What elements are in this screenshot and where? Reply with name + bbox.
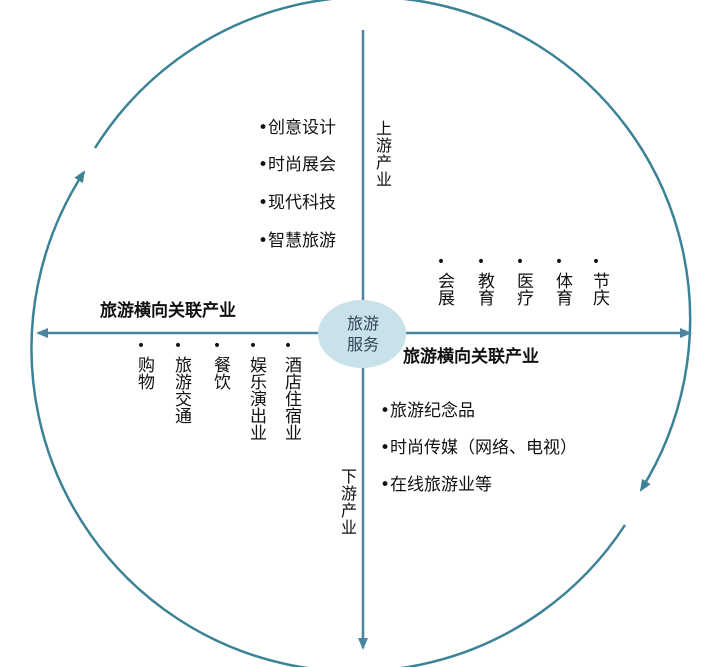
- bullet-dot: •: [591, 254, 601, 270]
- left-column-text: 旅游交通: [171, 356, 191, 424]
- left-column-text: 娱乐演出业: [246, 356, 266, 441]
- center-ellipse: [318, 300, 406, 368]
- upstream-label: 上游产业: [373, 120, 392, 188]
- left-axis-label: 旅游横向关联产业: [100, 301, 236, 321]
- right-axis-label: 旅游横向关联产业: [403, 347, 539, 367]
- left-column-item: • 娱乐演出业: [242, 338, 266, 441]
- right-column-text: 医疗: [513, 272, 533, 306]
- circle-arc-lower: [30, 170, 627, 667]
- upstream-item: •创意设计: [258, 118, 337, 138]
- upstream-item: •现代科技: [258, 193, 337, 213]
- left-column-item: • 酒店住宿业: [277, 338, 301, 441]
- bullet-dot: •: [248, 338, 258, 354]
- right-column-item: • 节庆: [585, 254, 609, 306]
- left-column-item: • 购物: [130, 338, 154, 390]
- left-column-text: 酒店住宿业: [281, 356, 301, 441]
- right-column-item: • 教育: [470, 254, 494, 306]
- upstream-item: •智慧旅游: [258, 231, 337, 251]
- downstream-item: •时尚传媒（网络、电视）: [380, 438, 578, 458]
- downstream-label: 下游产业: [338, 468, 357, 536]
- bullet-dot: •: [476, 254, 486, 270]
- bullet-dot: •: [173, 338, 183, 354]
- left-column-item: • 餐饮: [206, 338, 230, 390]
- right-column-item: • 医疗: [509, 254, 533, 306]
- bullet-dot: •: [136, 338, 146, 354]
- right-column-text: 会展: [434, 272, 454, 306]
- downstream-item: •旅游纪念品: [380, 401, 476, 421]
- circle-arc-main: [93, 0, 692, 492]
- center-label-line2: 服务: [346, 335, 379, 354]
- right-column-text: 教育: [474, 272, 494, 306]
- left-column-item: • 旅游交通: [167, 338, 191, 424]
- center-label-line1: 旅游: [346, 314, 379, 333]
- bullet-dot: •: [554, 254, 564, 270]
- downstream-item: •在线旅游业等: [380, 475, 493, 495]
- left-column-text: 餐饮: [210, 356, 230, 390]
- upstream-item: •时尚展会: [258, 155, 337, 175]
- right-column-item: • 会展: [430, 254, 454, 306]
- bullet-dot: •: [212, 338, 222, 354]
- right-column-text: 节庆: [589, 272, 609, 306]
- center-label: 旅游 服务: [320, 304, 406, 364]
- left-column-text: 购物: [134, 356, 154, 390]
- bullet-dot: •: [283, 338, 293, 354]
- right-column-item: • 体育: [548, 254, 572, 306]
- right-column-text: 体育: [552, 272, 572, 306]
- bullet-dot: •: [515, 254, 525, 270]
- bullet-dot: •: [436, 254, 446, 270]
